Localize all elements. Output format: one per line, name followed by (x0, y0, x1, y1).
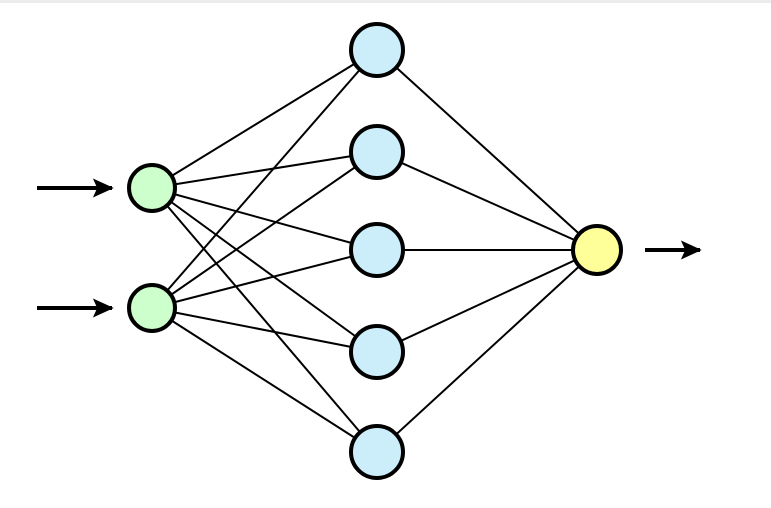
node-group-input-layer (127, 163, 177, 333)
input-node-i1[interactable] (127, 163, 177, 213)
edge-group-hidden-to-output (376, 49, 598, 453)
output-node-o1[interactable] (571, 224, 623, 276)
edge-i2-h2 (151, 151, 378, 309)
edge-i2-h5 (151, 307, 378, 453)
hidden-node-h1[interactable] (349, 22, 405, 78)
node-group-output-layer (571, 224, 623, 276)
edge-i1-h1 (151, 49, 378, 189)
input-arrow-group (37, 178, 114, 318)
edge-i2-h1 (151, 49, 378, 309)
hidden-node-h2[interactable] (349, 124, 405, 180)
top-edge-strip (0, 0, 771, 3)
edge-i1-h2 (151, 151, 378, 189)
edge-h4-o1 (376, 249, 598, 353)
edge-i1-h5 (151, 187, 378, 453)
input-node-i2[interactable] (127, 283, 177, 333)
hidden-node-h4[interactable] (349, 324, 405, 380)
edge-group-input-to-hidden (151, 49, 378, 453)
edge-h1-o1 (376, 49, 598, 251)
edge-h5-o1 (376, 249, 598, 453)
node-group-hidden-layer (349, 22, 405, 480)
edge-i2-h4 (151, 307, 378, 353)
hidden-node-h3[interactable] (349, 222, 405, 278)
hidden-node-h5[interactable] (349, 424, 405, 480)
edge-i1-h3 (151, 187, 378, 251)
edge-i2-h3 (151, 249, 378, 309)
edge-i1-h4 (151, 187, 378, 353)
edge-h2-o1 (376, 151, 598, 251)
